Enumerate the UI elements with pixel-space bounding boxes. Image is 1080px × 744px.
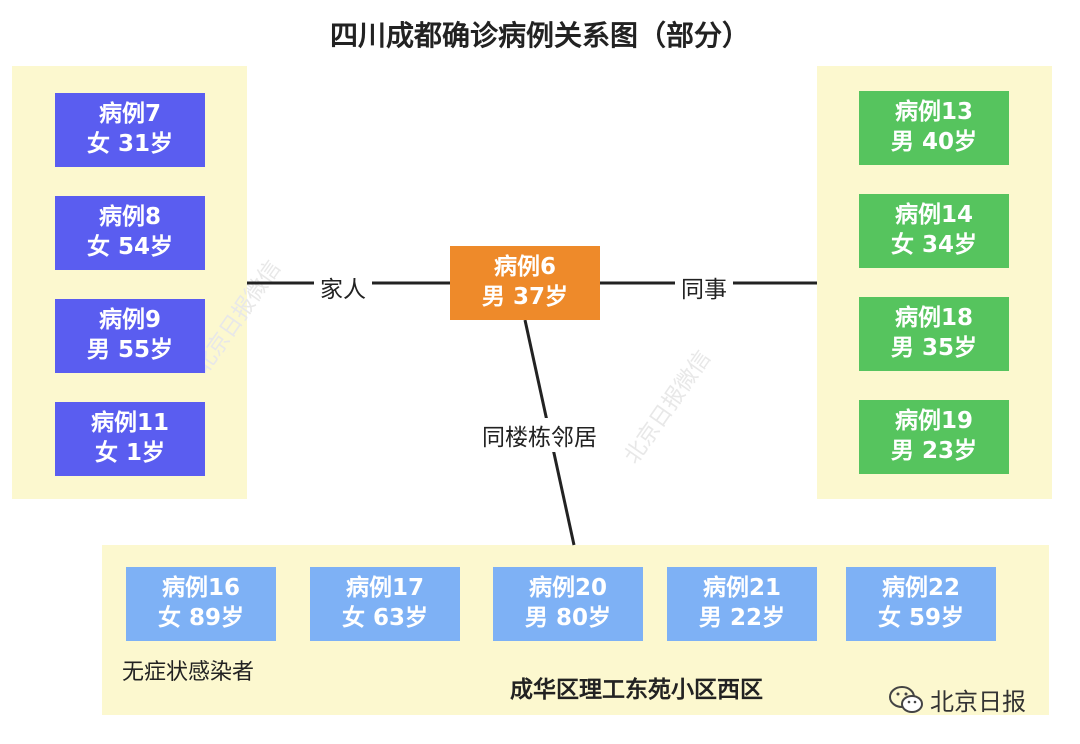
asymptomatic-note: 无症状感染者 [122, 660, 255, 685]
colleague-case-box: 病例13 男 40岁 [859, 91, 1009, 165]
case-id: 病例8 [98, 204, 161, 231]
case-info: 男 40岁 [890, 129, 977, 155]
case-info: 女 31岁 [86, 131, 173, 157]
case-id: 病例9 [98, 307, 161, 334]
case-info: 男 80岁 [524, 605, 611, 631]
neighbor-case-box: 病例16 女 89岁 [126, 567, 276, 641]
case-info: 女 1岁 [94, 440, 165, 466]
case-id: 病例21 [702, 575, 781, 602]
case-id: 病例18 [894, 305, 973, 332]
brand-name: 北京日报 [930, 688, 1026, 716]
case-id: 病例13 [894, 99, 973, 126]
family-case-box: 病例8 女 54岁 [55, 196, 205, 270]
case-id: 病例11 [90, 410, 169, 437]
case-info: 男 35岁 [890, 335, 977, 361]
case-info: 女 63岁 [341, 605, 428, 631]
family-label: 家人 [314, 270, 372, 304]
case-info: 女 89岁 [157, 605, 244, 631]
case-id: 病例20 [528, 575, 607, 602]
colleague-label: 同事 [675, 270, 733, 304]
family-case-box: 病例7 女 31岁 [55, 93, 205, 167]
neighbor-label: 同楼栋邻居 [476, 418, 603, 452]
case-id: 病例16 [161, 575, 240, 602]
neighbor-case-box: 病例21 男 22岁 [667, 567, 817, 641]
footer-brand: 北京日报 [888, 682, 1026, 717]
neighbor-case-box: 病例22 女 59岁 [846, 567, 996, 641]
case-info: 女 34岁 [890, 232, 977, 258]
case-id: 病例19 [894, 408, 973, 435]
center-case-info: 男 37岁 [481, 284, 568, 310]
neighbor-case-box: 病例17 女 63岁 [310, 567, 460, 641]
case-info: 男 22岁 [698, 605, 785, 631]
case-id: 病例22 [881, 575, 960, 602]
colleague-case-box: 病例18 男 35岁 [859, 297, 1009, 371]
case-info: 女 59岁 [877, 605, 964, 631]
family-case-box: 病例9 男 55岁 [55, 299, 205, 373]
colleague-case-box: 病例19 男 23岁 [859, 400, 1009, 474]
case-id: 病例17 [345, 575, 424, 602]
neighbor-case-box: 病例20 男 80岁 [493, 567, 643, 641]
wechat-icon [889, 685, 923, 713]
family-case-box: 病例11 女 1岁 [55, 402, 205, 476]
case-id: 病例14 [894, 202, 973, 229]
center-case-id: 病例6 [493, 254, 556, 281]
center-case-box: 病例6 男 37岁 [450, 246, 600, 320]
case-id: 病例7 [98, 101, 161, 128]
diagram-title: 四川成都确诊病例关系图（部分） [329, 19, 750, 52]
case-info: 男 23岁 [890, 438, 977, 464]
colleague-case-box: 病例14 女 34岁 [859, 194, 1009, 268]
community-name: 成华区理工东苑小区西区 [510, 677, 763, 703]
case-info: 男 55岁 [86, 337, 173, 363]
case-info: 女 54岁 [86, 234, 173, 260]
